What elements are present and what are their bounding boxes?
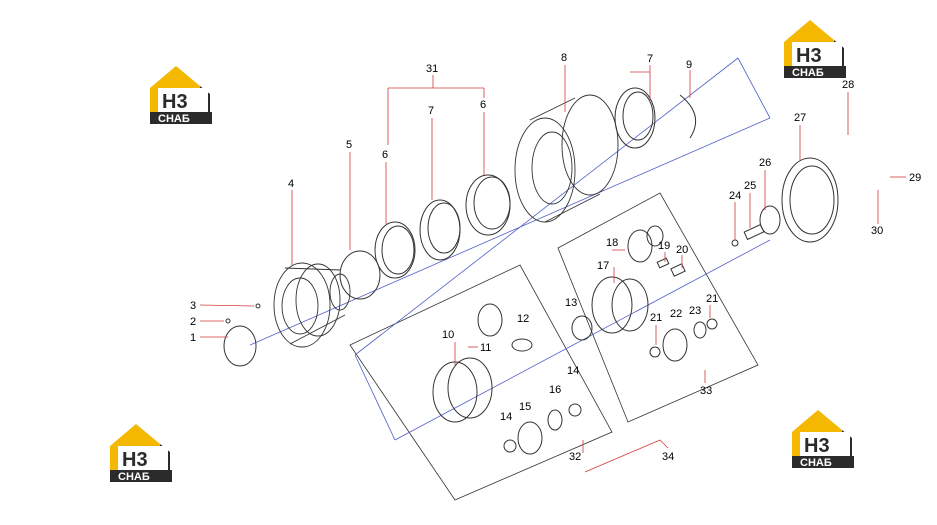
callout-5: 5 xyxy=(346,139,352,151)
callout-4: 4 xyxy=(288,178,294,190)
part-13-sun-gear xyxy=(571,315,593,341)
part-gear-upper-lower-box xyxy=(477,303,503,337)
callout-33: 33 xyxy=(700,385,712,397)
part-23-bearing xyxy=(693,321,707,339)
callout-18: 18 xyxy=(606,237,618,249)
svg-text:СНАБ: СНАБ xyxy=(158,113,190,125)
callout-15: 15 xyxy=(519,401,531,413)
part-17-carrier xyxy=(591,276,649,334)
callout-30: 30 xyxy=(871,225,883,237)
callout-8: 8 xyxy=(561,52,567,64)
callout-19: 19 xyxy=(658,240,670,252)
part-19-pin xyxy=(656,257,670,269)
svg-text:H3: H3 xyxy=(162,91,188,113)
part-12-shaft xyxy=(511,338,533,352)
callout-labels: 1 2 3 4 5 6 7 6 31 8 7 9 28 27 26 25 24 … xyxy=(190,52,921,463)
part-25-shaft xyxy=(743,223,765,241)
part-26-plate xyxy=(759,205,781,235)
axis-lines xyxy=(249,57,771,441)
svg-text:СНАБ: СНАБ xyxy=(118,471,150,483)
part-7-bearing-left xyxy=(419,199,461,261)
callout-29: 29 xyxy=(909,172,921,184)
svg-text:СНАБ: СНАБ xyxy=(792,67,824,79)
callout-20: 20 xyxy=(676,244,688,256)
callout-27: 27 xyxy=(794,112,806,124)
callout-7-right: 7 xyxy=(647,53,653,65)
callout-21-lower: 21 xyxy=(650,312,662,324)
part-3-pin xyxy=(255,303,261,309)
callout-32: 32 xyxy=(569,451,581,463)
callout-3: 3 xyxy=(190,300,196,312)
part-10-carrier xyxy=(432,357,493,423)
part-2-pin xyxy=(225,318,231,324)
callout-12: 12 xyxy=(517,313,529,325)
callout-13: 13 xyxy=(565,297,577,309)
callout-1: 1 xyxy=(190,332,196,344)
part-8-ring-gear-housing xyxy=(514,94,619,223)
callout-6-left: 6 xyxy=(382,149,388,161)
callout-24: 24 xyxy=(729,190,741,202)
callout-28: 28 xyxy=(842,79,854,91)
callout-10: 10 xyxy=(442,329,454,341)
callout-14-right: 14 xyxy=(567,365,579,377)
part-5-oring xyxy=(339,250,381,300)
callout-9: 9 xyxy=(686,59,692,71)
part-4-hub xyxy=(273,262,351,348)
callout-14-left: 14 xyxy=(500,411,512,423)
part-14-washer-a xyxy=(568,403,582,417)
callout-23: 23 xyxy=(689,305,701,317)
callout-17: 17 xyxy=(597,260,609,272)
logo-bottom-right: H3 СНАБ xyxy=(792,410,854,469)
callout-2: 2 xyxy=(190,316,196,328)
part-20-pin xyxy=(670,263,686,277)
logo-bottom-left: H3 СНАБ xyxy=(110,424,172,483)
svg-text:СНАБ: СНАБ xyxy=(800,457,832,469)
part-24-pin xyxy=(731,239,739,247)
assembly-box-lower xyxy=(349,264,613,501)
part-6-seal-right xyxy=(465,174,511,236)
svg-text:H3: H3 xyxy=(796,45,822,67)
part-7-bearing-right xyxy=(614,87,656,149)
callout-7-left: 7 xyxy=(428,105,434,117)
logo-top-right: H3 СНАБ xyxy=(784,20,846,79)
logo-top-left: H3 СНАБ xyxy=(150,66,212,125)
leader-lines xyxy=(199,65,906,473)
callout-11: 11 xyxy=(480,342,491,354)
callout-22: 22 xyxy=(670,308,682,320)
part-27-cover-plate xyxy=(781,157,839,243)
part-1-cover-disc xyxy=(223,325,257,367)
part-16-bearing xyxy=(547,409,563,431)
assembly-box-upper xyxy=(557,192,759,423)
callout-34: 34 xyxy=(662,451,674,463)
part-22-gear xyxy=(662,328,688,362)
part-9-snap-ring xyxy=(679,94,697,139)
part-18-gear xyxy=(627,225,664,263)
callout-31: 31 xyxy=(426,63,438,75)
callout-16: 16 xyxy=(549,384,561,396)
svg-text:H3: H3 xyxy=(804,435,830,457)
callout-26: 26 xyxy=(759,157,771,169)
part-21-washer-b xyxy=(649,346,661,358)
part-6-seal-left xyxy=(374,221,416,279)
part-14-washer-b xyxy=(503,439,517,453)
callout-25: 25 xyxy=(744,180,756,192)
callout-21-upper: 21 xyxy=(706,293,718,305)
svg-text:H3: H3 xyxy=(122,449,148,471)
part-15-gear xyxy=(517,421,543,455)
part-21-washer-a xyxy=(706,318,718,330)
callout-6-right: 6 xyxy=(480,99,486,111)
